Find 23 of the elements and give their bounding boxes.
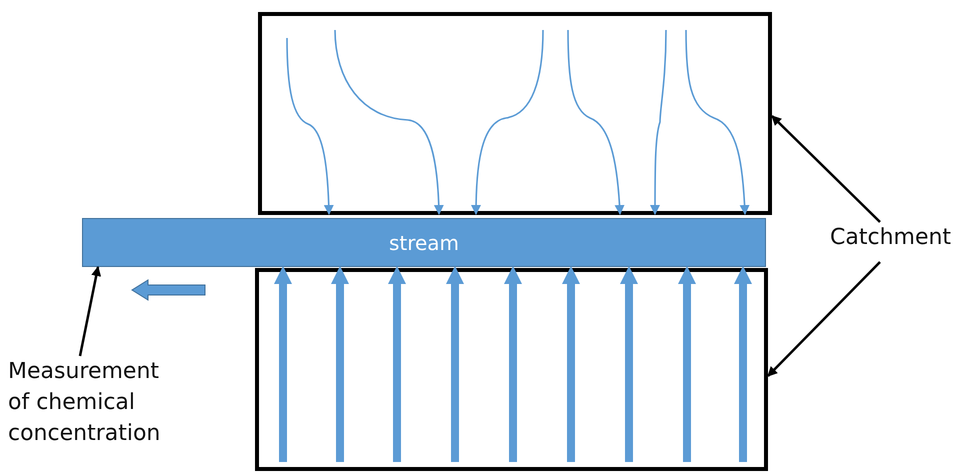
- flow-arrow: [678, 266, 696, 462]
- flow-arrow: [504, 266, 522, 462]
- catchment-area-box: [258, 12, 772, 215]
- catchment-area-box: [255, 268, 768, 471]
- flow-arrow: [650, 30, 667, 215]
- flow-arrow: [286, 38, 334, 215]
- flow-arrow: [562, 266, 580, 462]
- flow-arrow: [446, 266, 464, 462]
- flow-arrow: [734, 266, 752, 462]
- flow-arrow: [334, 30, 444, 215]
- flow-arrow: [620, 266, 638, 462]
- flow-arrow: [567, 30, 624, 215]
- flow-arrow: [388, 266, 406, 462]
- flow-arrow: [471, 30, 544, 215]
- flow-arrow: [274, 266, 292, 462]
- measurement-label: Measurement of chemical concentration: [8, 356, 176, 456]
- leader-arrow: [767, 261, 881, 377]
- stream-band: stream: [82, 218, 766, 267]
- leader-arrow: [78, 266, 102, 356]
- leader-arrow: [771, 115, 881, 223]
- catchment-label: Catchment: [830, 222, 972, 262]
- flow-arrow: [685, 30, 750, 215]
- flow-arrow: [331, 266, 349, 462]
